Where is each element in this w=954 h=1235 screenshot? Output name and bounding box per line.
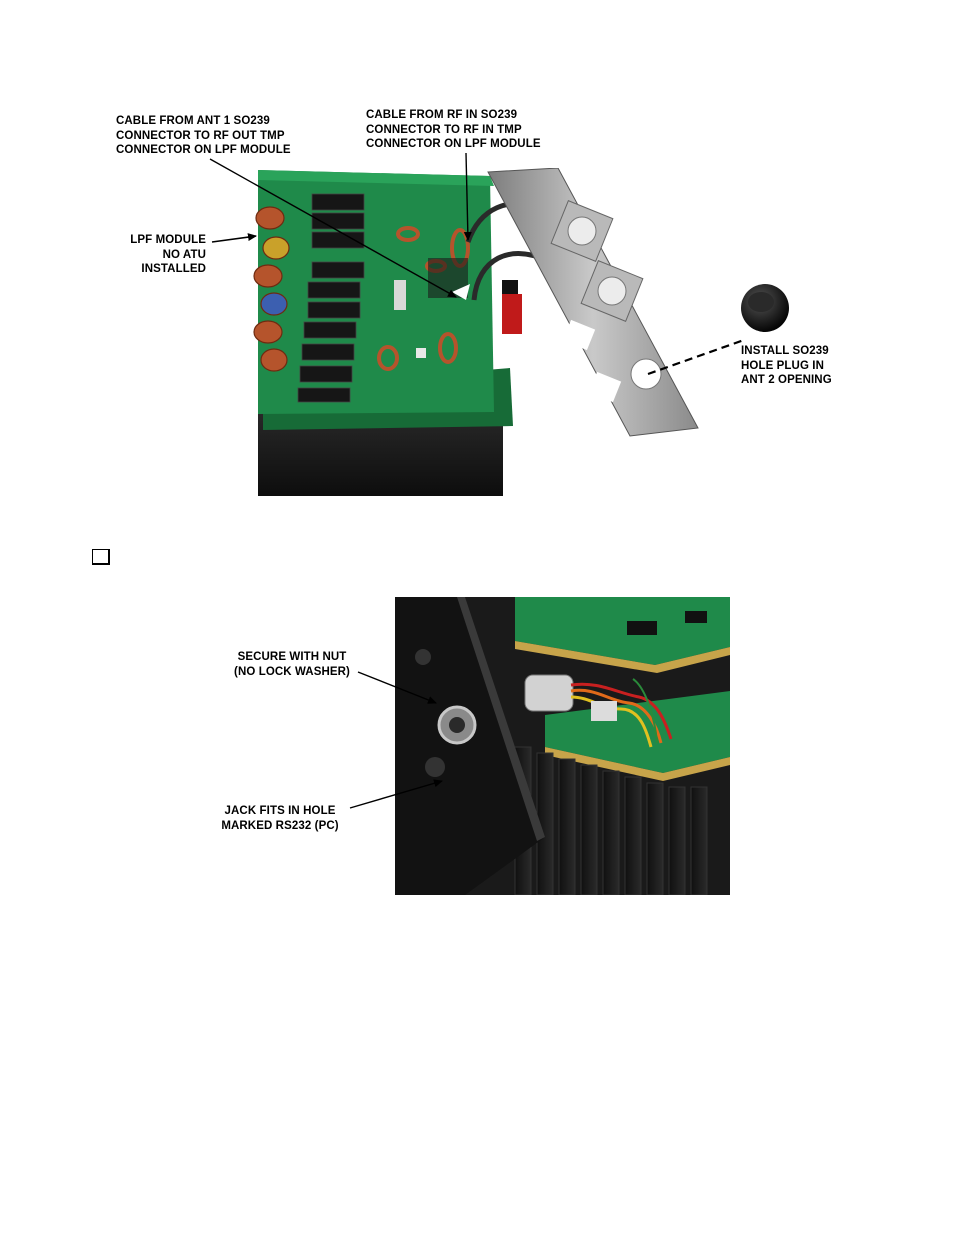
- callout-ant1-cable: CABLE FROM ANT 1 SO239 CONNECTOR TO RF O…: [116, 115, 291, 156]
- callout-lpf-module: LPF MODULE NO ATU INSTALLED: [130, 234, 206, 275]
- callout-secure-nut: SECURE WITH NUT (NO LOCK WASHER): [234, 651, 350, 678]
- lpf-module-photo: [118, 168, 838, 496]
- callout-rfin-cable: CABLE FROM RF IN SO239 CONNECTOR TO RF I…: [366, 109, 541, 150]
- rs232-jack-photo: [395, 597, 730, 895]
- step-checkbox[interactable]: [92, 549, 110, 565]
- callout-hole-plug: INSTALL SO239 HOLE PLUG IN ANT 2 OPENING: [741, 345, 832, 386]
- callout-jack-fits: JACK FITS IN HOLE MARKED RS232 (PC): [221, 805, 339, 832]
